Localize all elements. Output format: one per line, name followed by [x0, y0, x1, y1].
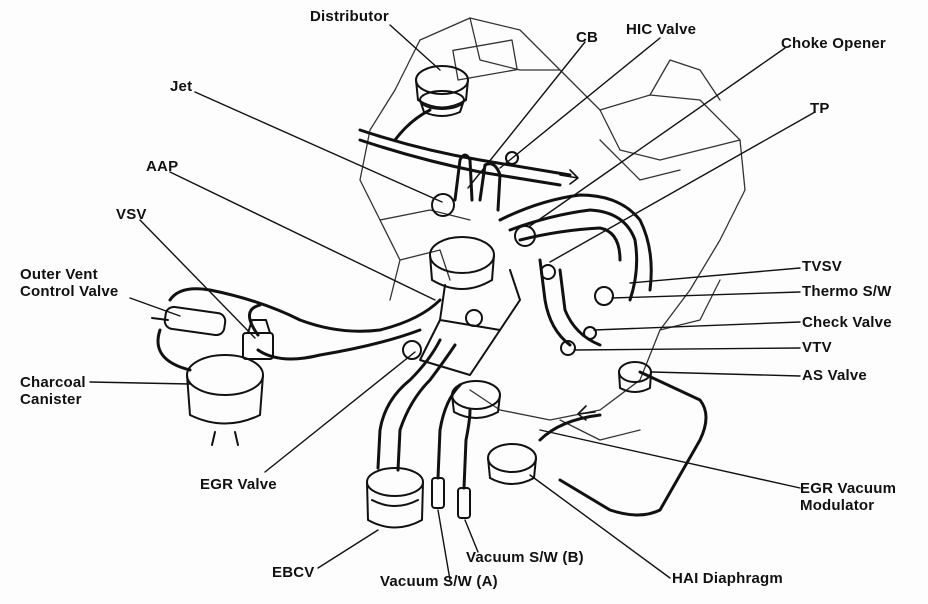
outer-vent-valve — [151, 305, 227, 337]
label-egr-vacuum-modulator: EGR Vacuum Modulator — [800, 480, 896, 514]
label-cb: CB — [576, 29, 599, 46]
vsv-unit — [242, 319, 274, 360]
label-egr-vac-line1: EGR Vacuum — [800, 480, 897, 497]
leader-lines — [89, 24, 816, 581]
label-charcoal-line2: Canister — [20, 391, 82, 408]
label-vacuum-sw-b: Vacuum S/W (B) — [466, 549, 584, 566]
distributor-unit — [415, 65, 469, 117]
label-outer-vent-line1: Outer Vent — [20, 266, 98, 283]
charcoal-canister — [186, 354, 264, 446]
label-vsv: VSV — [116, 206, 147, 223]
label-outer-vent-control-valve: Outer Vent Control Valve — [20, 266, 118, 300]
hai-diaphragm-unit — [487, 443, 537, 485]
label-distributor: Distributor — [310, 8, 389, 25]
label-jet: Jet — [170, 78, 193, 95]
label-choke-opener: Choke Opener — [781, 35, 886, 52]
label-check-valve: Check Valve — [802, 314, 892, 331]
label-hai-diaphragm: HAI Diaphragm — [672, 570, 783, 587]
label-egr-vac-line2: Modulator — [800, 497, 875, 514]
label-ebcv: EBCV — [272, 564, 315, 581]
carburetor — [419, 236, 521, 376]
label-hic-valve: HIC Valve — [626, 21, 697, 38]
label-tp: TP — [810, 100, 830, 117]
label-aap: AAP — [146, 158, 179, 175]
fittings — [402, 151, 614, 360]
label-tvsv: TVSV — [802, 258, 842, 275]
as-valve-unit — [618, 361, 652, 393]
label-thermo-sw: Thermo S/W — [802, 283, 892, 300]
flow-arrows — [559, 169, 596, 421]
label-vtv: VTV — [802, 339, 832, 356]
label-as-valve: AS Valve — [802, 367, 867, 384]
label-charcoal-canister: Charcoal Canister — [20, 374, 86, 408]
ebcv-unit — [366, 467, 424, 529]
engine-block — [359, 17, 746, 441]
vacuum-hoses — [156, 108, 708, 517]
label-egr-valve: EGR Valve — [200, 476, 277, 493]
label-charcoal-line1: Charcoal — [20, 374, 86, 391]
label-vacuum-sw-a: Vacuum S/W (A) — [380, 573, 498, 590]
label-outer-vent-line2: Control Valve — [20, 283, 119, 300]
